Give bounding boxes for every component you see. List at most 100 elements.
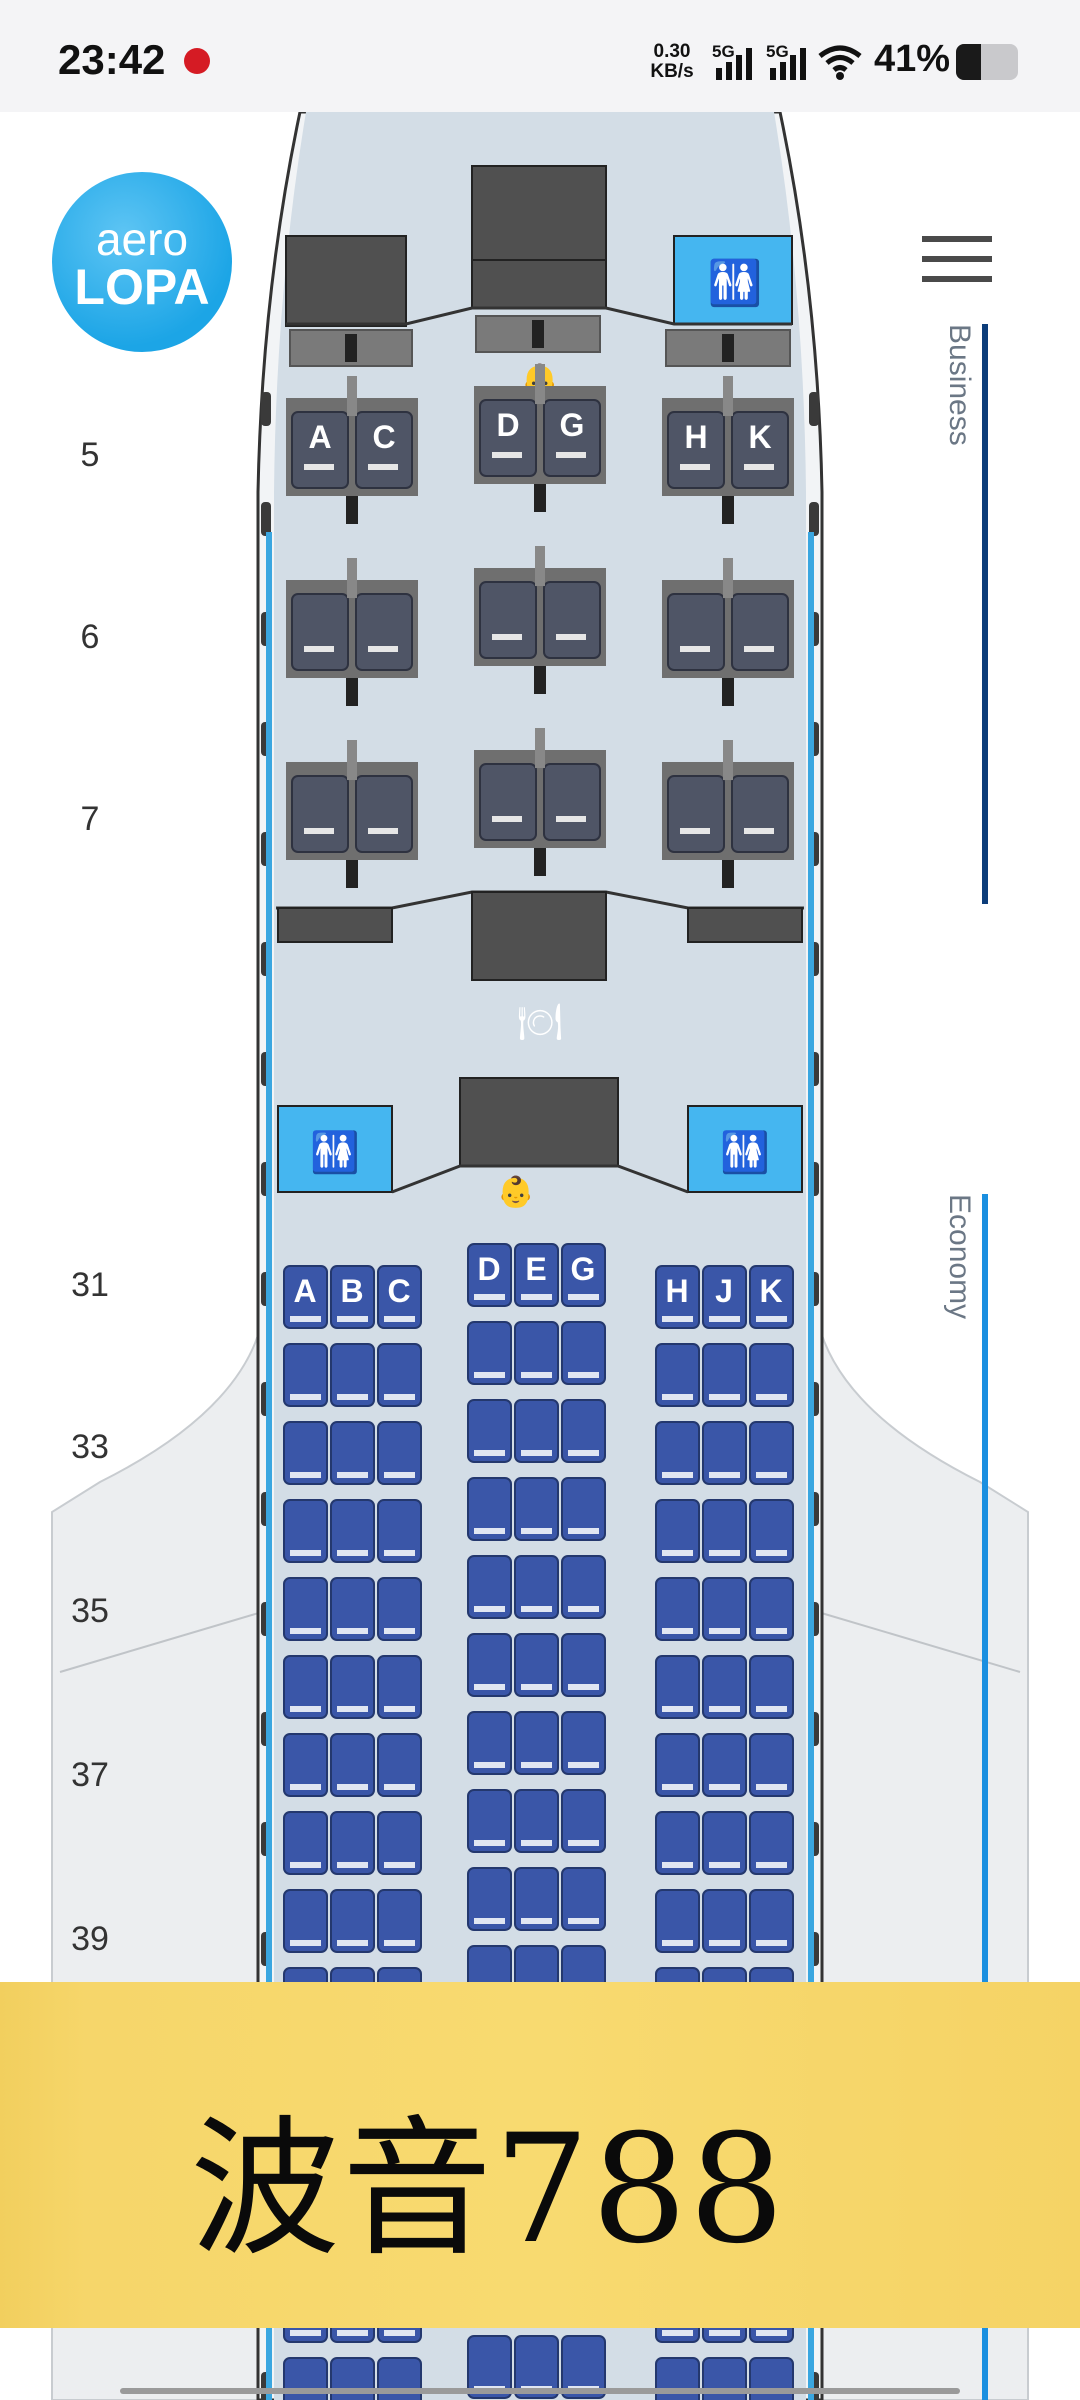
economy-seat: D	[467, 1243, 512, 1307]
economy-seat	[702, 1577, 747, 1641]
seat-body	[330, 1733, 375, 1797]
seat-tray	[290, 1316, 321, 1322]
seat-tray	[662, 1784, 693, 1790]
seat-body	[514, 1789, 559, 1853]
seat-tray	[568, 1684, 599, 1690]
lavatory	[277, 1105, 393, 1193]
seat-pair	[474, 728, 606, 876]
seat-body	[467, 1789, 512, 1853]
seat-body	[749, 1811, 794, 1875]
seat-tray	[744, 646, 774, 652]
seat-tray	[521, 1294, 552, 1300]
seat-tray	[568, 1762, 599, 1768]
seat-body	[749, 1889, 794, 1953]
economy-seat	[377, 1733, 422, 1797]
closet-divider	[532, 320, 544, 348]
seat-body	[283, 1733, 328, 1797]
seat-body	[702, 1421, 747, 1485]
economy-seat: C	[377, 1265, 422, 1329]
economy-seat	[702, 1811, 747, 1875]
seat-tray	[521, 1528, 552, 1534]
seat-body	[655, 1343, 700, 1407]
economy-seat	[561, 1321, 606, 1385]
home-indicator[interactable]	[120, 2388, 960, 2394]
seat-pair	[286, 558, 418, 706]
seat-tray	[568, 1606, 599, 1612]
economy-seat	[330, 1499, 375, 1563]
economy-seat	[749, 1421, 794, 1485]
seat-body	[377, 1733, 422, 1797]
seat-body	[702, 1265, 747, 1329]
seat-tray	[521, 1372, 552, 1378]
logo-line2: LOPA	[74, 259, 210, 315]
seat-tray	[337, 1628, 368, 1634]
seat-tray	[756, 1784, 787, 1790]
economy-seat	[283, 1343, 328, 1407]
seat-body	[330, 1811, 375, 1875]
economy-seat	[330, 1577, 375, 1641]
seat-body	[283, 1889, 328, 1953]
economy-seat	[467, 1633, 512, 1697]
seat-tray	[304, 828, 334, 834]
seat-body	[467, 1867, 512, 1931]
signal-strength-2-icon	[770, 48, 806, 80]
seat-tray	[709, 1706, 740, 1712]
hamburger-menu-icon[interactable]	[922, 236, 994, 284]
seat-footwell	[534, 666, 546, 694]
seat-letter: H	[684, 419, 707, 455]
seat-console	[347, 740, 357, 780]
economy-seat	[702, 1421, 747, 1485]
economy-seat	[377, 1577, 422, 1641]
bulkhead	[286, 306, 792, 326]
seat-tray	[384, 1472, 415, 1478]
seat-tray	[337, 1394, 368, 1400]
seat-tray	[290, 1394, 321, 1400]
row-number: 35	[71, 1592, 109, 1630]
seat-pair	[662, 740, 794, 888]
seat-tray	[568, 1294, 599, 1300]
economy-seat	[749, 1811, 794, 1875]
seat-letter: J	[715, 1273, 733, 1309]
seat-tray	[290, 1472, 321, 1478]
seat-tray	[709, 1940, 740, 1946]
battery-percent: 41%	[874, 38, 951, 80]
seat-body	[561, 1555, 606, 1619]
seat-tray	[474, 1294, 505, 1300]
aerolopa-logo[interactable]: aero LOPA	[52, 172, 232, 352]
seat-footwell	[534, 484, 546, 512]
business-seat	[731, 775, 789, 853]
seat-tray	[756, 1862, 787, 1868]
economy-seat	[467, 1477, 512, 1541]
seat-body	[283, 1421, 328, 1485]
seat-tray	[662, 1862, 693, 1868]
business-seat	[355, 775, 413, 853]
business-seat	[543, 763, 601, 841]
economy-seat	[283, 1577, 328, 1641]
seat-console	[535, 728, 545, 768]
seat-tray	[709, 1550, 740, 1556]
seat-tray	[384, 1394, 415, 1400]
economy-seat	[655, 1811, 700, 1875]
seat-tray	[384, 1784, 415, 1790]
seat-body	[377, 1811, 422, 1875]
seat-body	[377, 1577, 422, 1641]
seat-body	[561, 1321, 606, 1385]
network-speed: 0.30 KB/s	[648, 42, 696, 82]
logo-line1: aero	[95, 213, 189, 265]
seat-console	[347, 376, 357, 416]
seat-body	[330, 1577, 375, 1641]
economy-seat	[330, 1811, 375, 1875]
seat-letter: D	[496, 407, 519, 443]
business-seat	[543, 581, 601, 659]
seat-body	[377, 1889, 422, 1953]
seat-body	[655, 1421, 700, 1485]
economy-seat	[561, 1789, 606, 1853]
seat-tray	[521, 1606, 552, 1612]
row-number: 5	[80, 436, 100, 474]
seat-body	[467, 1321, 512, 1385]
battery-level-fill	[956, 44, 982, 80]
battery-icon	[956, 44, 1018, 80]
seat-tray	[337, 1706, 368, 1712]
